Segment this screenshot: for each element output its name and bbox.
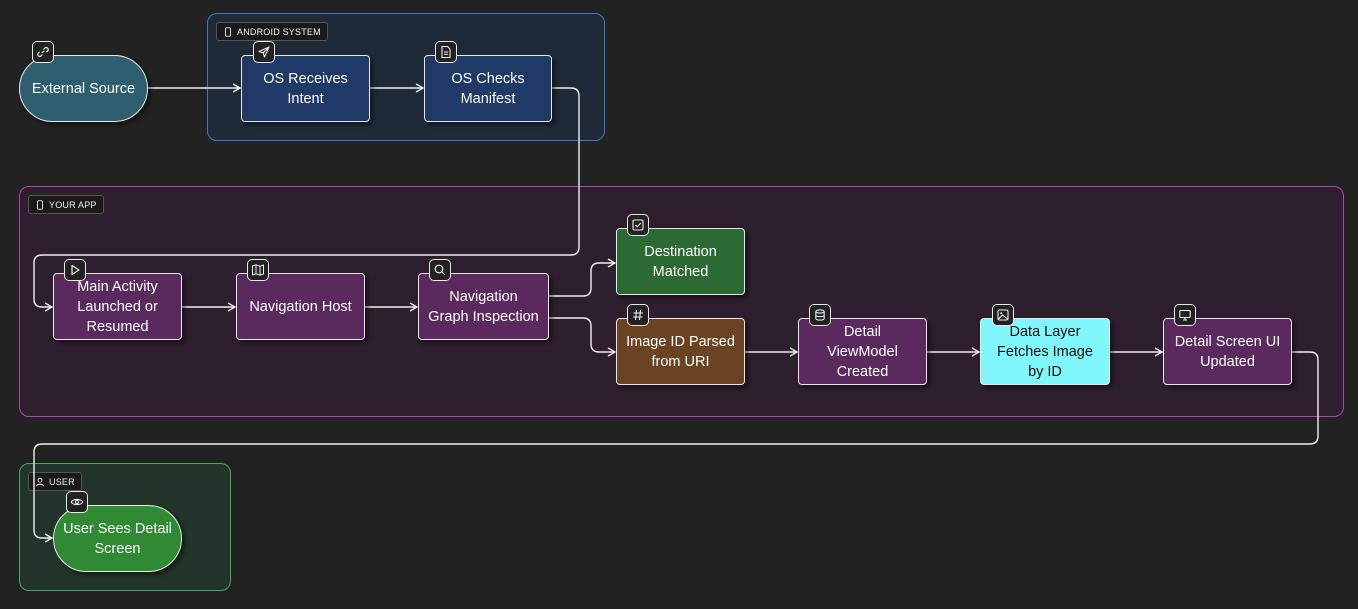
android-system-group-title: ANDROID SYSTEM [237, 26, 321, 37]
detail-viewmodel-label: Detail ViewModel Created [827, 323, 898, 380]
eye-icon [66, 491, 88, 513]
your-app-group-label: YOUR APP [28, 195, 104, 214]
navigation-host-label: Navigation Host [249, 298, 352, 315]
edge-nav-graph-to-image-id [549, 317, 617, 357]
map-icon [247, 259, 269, 281]
detail-viewmodel-node: Detail ViewModel Created [798, 318, 927, 385]
search-icon [429, 259, 451, 281]
android-system-group-label: ANDROID SYSTEM [216, 22, 328, 41]
user-sees-detail-label: User Sees Detail Screen [63, 520, 172, 557]
user-sees-detail-node: User Sees Detail Screen [53, 505, 182, 572]
edge-nav-graph-to-destination [549, 258, 617, 297]
user-group-title: USER [49, 476, 75, 487]
monitor-icon [1174, 304, 1196, 326]
hash-icon [627, 304, 649, 326]
play-icon [64, 259, 86, 281]
user-group-label: USER [28, 472, 82, 491]
navigation-graph-node: Navigation Graph Inspection [418, 273, 549, 340]
check-square-icon [627, 214, 649, 236]
external-source-node: External Source [19, 55, 148, 122]
main-activity-node: Main Activity Launched or Resumed [53, 273, 182, 340]
detail-screen-ui-label: Detail Screen UI Updated [1174, 333, 1281, 370]
image-id-parsed-node: Image ID Parsed from URI [616, 318, 745, 385]
user-icon [36, 477, 44, 486]
detail-screen-ui-node: Detail Screen UI Updated [1163, 318, 1292, 385]
link-icon [32, 41, 54, 63]
os-checks-manifest-node: OS Checks Manifest [424, 55, 552, 122]
smartphone-icon [37, 199, 43, 210]
your-app-group-title: YOUR APP [49, 199, 97, 210]
external-source-label: External Source [31, 80, 136, 97]
destination-matched-label: Destination Matched [644, 243, 717, 280]
navigation-host-node: Navigation Host [236, 273, 365, 340]
smartphone-icon [225, 26, 231, 37]
navigation-graph-label: Navigation Graph Inspection [428, 288, 539, 325]
file-text-icon [435, 41, 457, 63]
os-checks-manifest-label: OS Checks Manifest [451, 70, 525, 107]
data-layer-node: Data Layer Fetches Image by ID [980, 318, 1110, 385]
send-icon [253, 41, 275, 63]
destination-matched-node: Destination Matched [616, 228, 745, 295]
os-receives-intent-label: OS Receives Intent [263, 70, 348, 107]
edge-detail-ui-to-user-sees [33, 351, 1319, 543]
image-icon [992, 304, 1014, 326]
os-receives-intent-node: OS Receives Intent [241, 55, 370, 122]
data-layer-label: Data Layer Fetches Image by ID [997, 323, 1093, 380]
edge-os-checks-to-main-activity [33, 87, 580, 312]
main-activity-label: Main Activity Launched or Resumed [77, 278, 158, 335]
image-id-parsed-label: Image ID Parsed from URI [626, 333, 735, 370]
database-icon [809, 304, 831, 326]
